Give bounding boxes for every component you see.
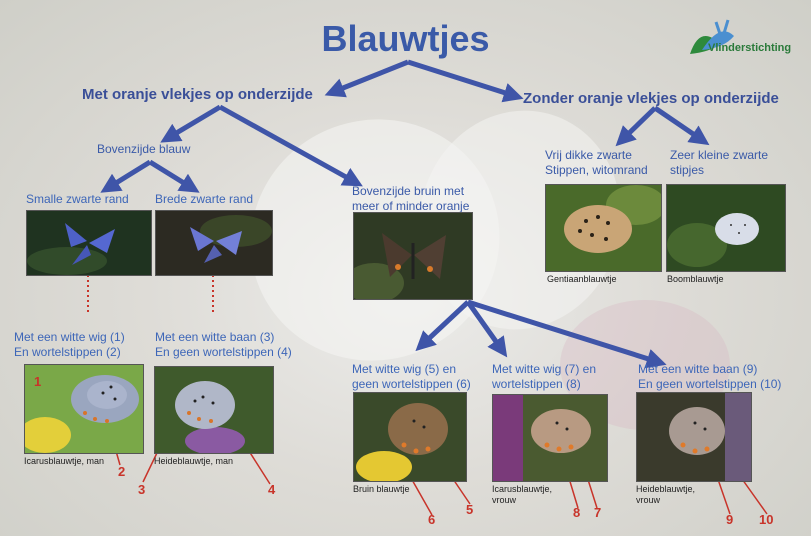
branch-orange-spots: Met oranje vlekjes op onderzijde [82,86,313,103]
trait-5-line2: En geen wortelstippen (10) [638,377,781,392]
caption-icarus-vrouw: Icarusblauwtje, vrouw [492,484,552,506]
trait-4-line1: Met witte wig (7) en [492,362,596,377]
arrow-to-brown-upper [220,107,355,182]
number-4: 4 [268,482,275,497]
trait-3-line2: geen wortelstippen (6) [352,377,471,392]
arrow-to-wide-rim [150,162,192,188]
number-8: 8 [573,505,580,520]
trait-1-line2: En wortelstippen (2) [14,345,125,360]
photo-icarus-man [24,364,144,454]
label-tiny-dots-line2: stipjes [670,163,768,178]
label-thick-dots: Vrij dikke zwarte Stippen, witomrand [545,148,648,178]
number-10: 10 [759,512,773,527]
number-1: 1 [34,374,41,389]
trait-2-line2: En geen wortelstippen (4) [155,345,292,360]
trait-1: Met een witte wig (1) En wortelstippen (… [14,330,125,360]
arrow-to-trait-5 [468,302,658,362]
label-blue-upper: Bovenzijde blauw [97,142,190,157]
photo-bruin [353,392,467,482]
trait-2-line1: Met een witte baan (3) [155,330,292,345]
photo-heide-man [154,366,274,454]
arrow-to-narrow-rim [108,162,150,188]
caption-boom: Boomblauwtje [667,274,724,285]
label-wide-rim: Brede zwarte rand [155,192,253,207]
arrow-to-blue-upper [168,107,220,138]
caption-gentiaan: Gentiaanblauwtje [547,274,617,285]
arrow-to-right-branch [408,62,515,96]
photo-wide-rim [155,210,273,276]
label-thick-dots-line1: Vrij dikke zwarte [545,148,648,163]
photo-icarus-vrouw [492,394,608,482]
trait-3: Met witte wig (5) en geen wortelstippen … [352,362,471,392]
photo-boom [666,184,786,272]
caption-heide-vrouw: Heideblauwtje, vrouw [636,484,695,506]
trait-2: Met een witte baan (3) En geen wortelsti… [155,330,292,360]
trait-4-line2: wortelstippen (8) [492,377,596,392]
trait-3-line1: Met witte wig (5) en [352,362,471,377]
label-narrow-rim: Smalle zwarte rand [26,192,129,207]
number-2: 2 [118,464,125,479]
trait-1-line1: Met een witte wig (1) [14,330,125,345]
label-tiny-dots-line1: Zeer kleine zwarte [670,148,768,163]
label-brown-upper-line1: Bovenzijde bruin met [352,184,469,199]
label-brown-upper: Bovenzijde bruin met meer of minder oran… [352,184,469,214]
trait-5: Met een witte baan (9) En geen wortelsti… [638,362,781,392]
photo-heide-vrouw [636,392,752,482]
number-7: 7 [594,505,601,520]
caption-bruin: Bruin blauwtje [353,484,410,495]
number-3: 3 [138,482,145,497]
caption-heide-vrouw-line1: Heideblauwtje, [636,484,695,495]
arrow-to-left-branch [333,62,408,92]
trait-5-line1: Met een witte baan (9) [638,362,781,377]
arrow-to-thick-dots [622,108,655,140]
arrow-to-trait-3 [422,302,468,345]
photo-brown-upper [353,212,473,300]
photo-gentiaan [545,184,662,272]
caption-heide-vrouw-line2: vrouw [636,495,695,506]
caption-heide-man: Heideblauwtje, man [154,456,233,467]
label-tiny-dots: Zeer kleine zwarte stipjes [670,148,768,178]
photo-narrow-rim [26,210,152,276]
trait-4: Met witte wig (7) en wortelstippen (8) [492,362,596,392]
arrow-to-tiny-dots [655,108,702,140]
caption-icarus-vrouw-line2: vrouw [492,495,552,506]
caption-icarus-man: Icarusblauwtje, man [24,456,104,467]
number-6: 6 [428,512,435,527]
caption-icarus-vrouw-line1: Icarusblauwtje, [492,484,552,495]
branch-no-orange-spots: Zonder oranje vlekjes op onderzijde [523,90,779,107]
number-5: 5 [466,502,473,517]
label-thick-dots-line2: Stippen, witomrand [545,163,648,178]
number-9: 9 [726,512,733,527]
